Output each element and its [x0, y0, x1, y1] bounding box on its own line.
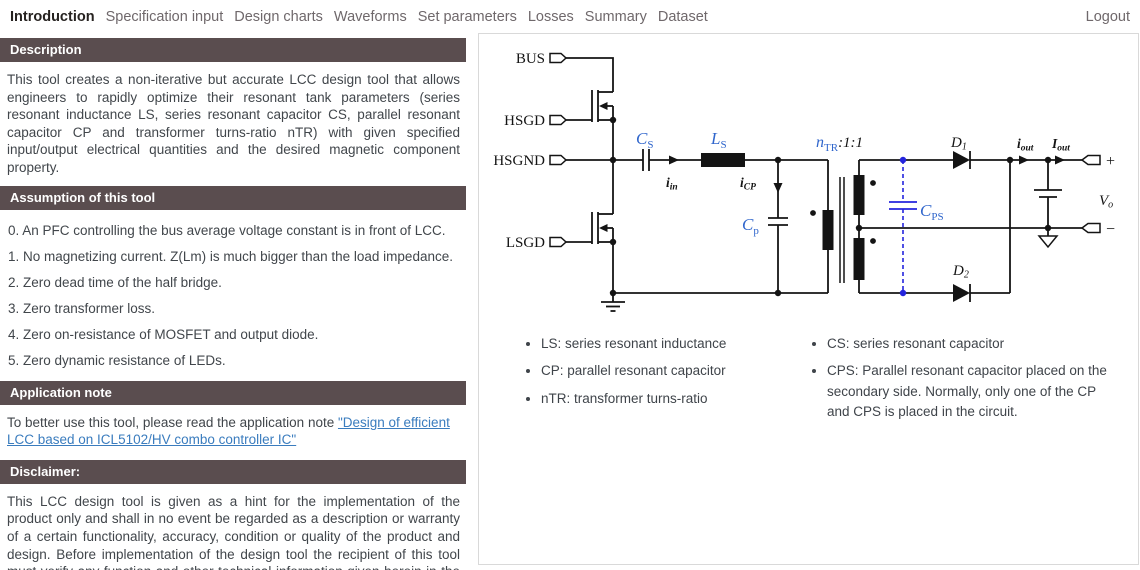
cp-branch — [768, 160, 788, 293]
legend-item: CS: series resonant capacitor — [827, 334, 1111, 354]
label-cs: CS — [636, 129, 653, 151]
lsgd-label: LSGD — [506, 235, 545, 251]
tab-dataset[interactable]: Dataset — [657, 8, 708, 25]
input-terminals: BUS HSGD HSGND LSGD — [493, 51, 568, 251]
top-nav: Introduction Specification input Design … — [0, 0, 1140, 33]
label-minus: − — [1106, 221, 1115, 238]
section-header-assumptions: Assumption of this tool — [0, 185, 466, 210]
circuit-diagram: BUS HSGD HSGND LSGD — [493, 51, 1115, 312]
rectifier-output — [859, 151, 1101, 302]
assumption-list: 0. An PFC controlling the bus average vo… — [0, 223, 466, 368]
hsgd-terminal — [549, 114, 568, 126]
high-side-mosfet — [566, 90, 617, 160]
legend-list-left: LS: series resonant inductance CP: paral… — [525, 334, 791, 416]
legend-item: LS: series resonant inductance — [541, 334, 791, 354]
label-plus: + — [1106, 153, 1115, 170]
hsgnd-label: HSGND — [493, 153, 545, 169]
Iout-arrow — [1055, 155, 1065, 165]
hsgd-label: HSGD — [504, 113, 545, 129]
label-icp: iCP — [740, 175, 756, 193]
primary-ground — [601, 289, 828, 312]
primary-winding — [822, 210, 834, 250]
bus-label: BUS — [516, 51, 545, 67]
label-d1: D1 — [950, 135, 967, 153]
section-header-disclaimer: Disclaimer: — [0, 459, 466, 484]
label-iout: iout — [1017, 136, 1034, 154]
label-cp: Cp — [742, 215, 759, 237]
assumption-item: 4. Zero on-resistance of MOSFET and outp… — [8, 326, 319, 342]
circuit-panel: BUS HSGD HSGND LSGD — [478, 33, 1139, 565]
low-side-mosfet — [566, 160, 617, 293]
d1-diode — [953, 151, 970, 169]
section-header-description: Description — [0, 38, 466, 62]
description-text: This tool creates a non-iterative but ac… — [7, 72, 460, 175]
secondary-winding-bottom — [853, 238, 865, 280]
app-note-prefix: To better use this tool, please read the… — [7, 414, 338, 430]
d2-diode — [953, 284, 970, 302]
tab-design-charts[interactable]: Design charts — [234, 8, 323, 25]
iout-arrow — [1019, 155, 1029, 165]
bus-wire — [566, 57, 614, 92]
label-cps: CPS — [920, 201, 944, 223]
cps-branch — [889, 156, 917, 297]
legend-list-right: CS: series resonant capacitor CPS: Paral… — [811, 334, 1111, 429]
tab-set-parameters[interactable]: Set parameters — [417, 8, 517, 25]
assumption-item: 0. An PFC controlling the bus average vo… — [8, 222, 446, 238]
tab-waveforms[interactable]: Waveforms — [333, 8, 407, 25]
bus-terminal — [549, 52, 568, 64]
disclaimer-text: This LCC design tool is given as a hint … — [7, 493, 460, 570]
label-Iout: Iout — [1051, 136, 1070, 154]
circuit-labels: CS LS iin iCP Cp nTR:1:1 CPS D1 D2 iout … — [636, 129, 1115, 281]
label-ntr: nTR:1:1 — [816, 134, 863, 154]
assumption-item: 5. Zero dynamic resistance of LEDs. — [8, 352, 226, 368]
legend-item: CP: parallel resonant capacitor — [541, 361, 791, 381]
assumption-item: 3. Zero transformer loss. — [8, 300, 156, 316]
tab-summary[interactable]: Summary — [584, 8, 647, 25]
hsgnd-terminal — [549, 154, 568, 166]
ls-inductor — [701, 153, 745, 167]
assumption-item: 2. Zero dead time of the half bridge. — [8, 274, 222, 290]
app-note-link[interactable]: "Design of efficient LCC based on ICL510… — [7, 414, 450, 448]
label-d2: D2 — [952, 263, 969, 281]
icp-arrow — [773, 183, 783, 193]
section-header-app-note: Application note — [0, 380, 466, 405]
vminus-terminal — [1080, 222, 1101, 234]
tab-introduction[interactable]: Introduction — [10, 8, 95, 25]
assumption-item: 1. No magnetizing current. Z(Lm) is much… — [8, 248, 453, 264]
logout-button[interactable]: Logout — [1085, 8, 1130, 25]
label-iin: iin — [666, 175, 678, 193]
lsgd-terminal — [549, 236, 568, 248]
tab-losses[interactable]: Losses — [527, 8, 574, 25]
secondary-winding-top — [853, 175, 865, 215]
vplus-terminal — [1080, 154, 1101, 166]
transformer — [810, 160, 876, 293]
legend-item: nTR: transformer turns-ratio — [541, 389, 791, 409]
info-panel: Description This tool creates a non-iter… — [0, 35, 466, 570]
label-vo: Vo — [1099, 193, 1113, 211]
app-note-text: To better use this tool, please read the… — [7, 414, 460, 449]
resonant-tank — [566, 149, 828, 171]
label-ls: LS — [710, 129, 727, 151]
iin-arrow — [669, 155, 679, 165]
legend-item: CPS: Parallel resonant capacitor placed … — [827, 361, 1111, 422]
tab-specification-input[interactable]: Specification input — [105, 8, 224, 25]
primary-polarity-dot — [810, 210, 816, 216]
